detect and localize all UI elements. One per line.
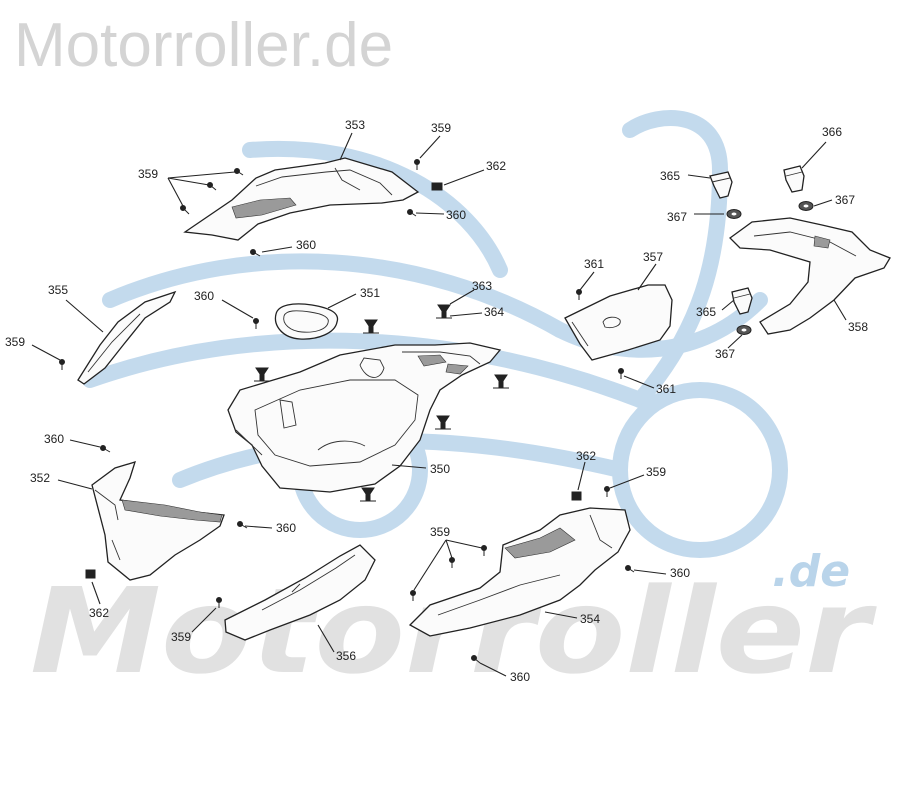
rivet-icon (360, 487, 376, 502)
screw-icon (410, 590, 416, 601)
washer-icon (736, 325, 752, 335)
callout-366: 366 (822, 125, 842, 139)
callout-353: 353 (345, 118, 365, 132)
callout-360: 360 (44, 432, 64, 446)
callout-359: 359 (646, 465, 666, 479)
callout-367: 367 (667, 210, 687, 224)
left-front-side-panel-part (91, 461, 225, 581)
washer-icon (726, 209, 742, 219)
callout-357: 357 (643, 250, 663, 264)
screw-icon (207, 182, 217, 191)
screw-icon (253, 318, 259, 329)
callout-363: 363 (472, 279, 492, 293)
callout-364: 364 (484, 305, 504, 319)
screw-icon (250, 249, 261, 257)
callout-360: 360 (446, 208, 466, 222)
screw-icon (234, 168, 244, 176)
center-rear-panel-part (564, 284, 673, 361)
screw-icon (180, 205, 190, 215)
callout-359: 359 (431, 121, 451, 135)
bolt-icon (731, 287, 753, 315)
callout-labels: 353 359 359 362 360 360 355 360 351 363 … (5, 118, 868, 684)
clip-icon (85, 569, 96, 579)
callout-350: 350 (430, 462, 450, 476)
callout-361: 361 (656, 382, 676, 396)
right-side-panel-part (408, 507, 631, 637)
callout-362: 362 (576, 449, 596, 463)
callout-360: 360 (276, 521, 296, 535)
callout-355: 355 (48, 283, 68, 297)
screw-icon (216, 597, 222, 608)
screw-icon (100, 445, 111, 453)
callout-359: 359 (171, 630, 191, 644)
watermark-suffix: .de (772, 546, 850, 597)
callout-358: 358 (848, 320, 868, 334)
callout-367: 367 (715, 347, 735, 361)
callout-361: 361 (584, 257, 604, 271)
callout-360: 360 (296, 238, 316, 252)
callout-362: 362 (486, 159, 506, 173)
rivet-icon (436, 304, 452, 319)
callout-354: 354 (580, 612, 600, 626)
screw-icon (59, 359, 65, 370)
callout-352: 352 (30, 471, 50, 485)
clip-icon (571, 491, 582, 501)
rivet-icon (363, 319, 379, 334)
callout-360: 360 (194, 289, 214, 303)
callout-367: 367 (835, 193, 855, 207)
leader-lines (31, 132, 847, 677)
callout-356: 356 (336, 649, 356, 663)
washer-icon (798, 201, 814, 211)
screw-icon (604, 486, 610, 497)
callout-359: 359 (5, 335, 25, 349)
rivet-icon (435, 415, 451, 430)
front-top-cover-part (183, 157, 420, 241)
callout-360: 360 (510, 670, 530, 684)
left-floor-panel-part (224, 544, 376, 641)
fastener-icons (59, 159, 635, 664)
callout-360: 360 (670, 566, 690, 580)
screw-icon (576, 289, 582, 300)
screw-icon (407, 209, 417, 217)
site-title: Motorroller.de (14, 11, 394, 80)
screw-icon (625, 565, 635, 573)
callout-359: 359 (430, 525, 450, 539)
screw-icon (481, 545, 487, 556)
callout-365: 365 (696, 305, 716, 319)
rivet-icon (254, 367, 270, 382)
callout-359: 359 (138, 167, 158, 181)
clip-icon (431, 182, 443, 191)
rivet-icon (493, 374, 509, 389)
left-side-strip-part (77, 290, 177, 385)
callout-351: 351 (360, 286, 380, 300)
bolt-icon (709, 171, 733, 199)
bolt-icon (783, 165, 805, 193)
screw-icon (237, 521, 248, 529)
screw-icon (414, 159, 420, 170)
callout-365: 365 (660, 169, 680, 183)
screw-icon (618, 368, 624, 379)
battery-cover-part (274, 303, 339, 340)
rear-carrier-part (729, 217, 891, 335)
callout-362: 362 (89, 606, 109, 620)
screw-icon (471, 655, 481, 664)
storage-compartment-part (227, 342, 502, 493)
